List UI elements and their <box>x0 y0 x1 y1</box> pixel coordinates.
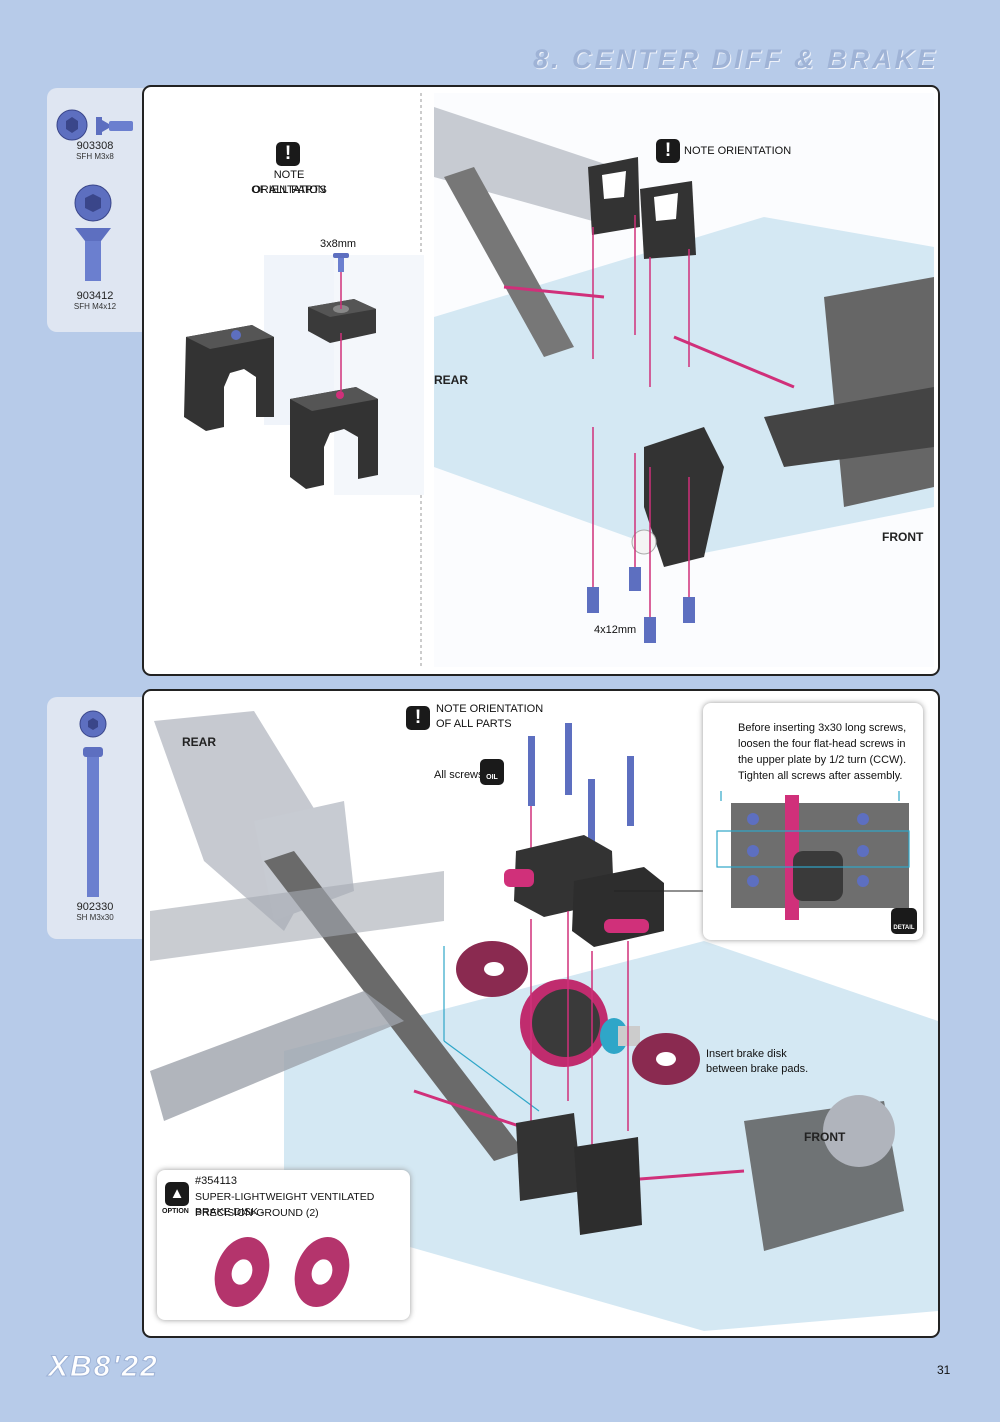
brake-note-line1: Insert brake disk <box>706 1048 787 1060</box>
option-box: ▲ OPTION #354113 SUPER-LIGHTWEIGHT VENTI… <box>157 1170 410 1320</box>
detail-illustration <box>716 791 910 920</box>
warning-icon: ! <box>406 706 430 730</box>
detail-text-2: loosen the four flat-head screws in <box>738 738 906 750</box>
thumbs-up-icon: ▲ <box>165 1182 189 1206</box>
step-2-illustration <box>150 711 938 1331</box>
page-number: 31 <box>937 1363 951 1377</box>
warning-icon: ! <box>276 142 300 166</box>
footer-logo: XB8'22 <box>48 1350 159 1384</box>
parts-strip-top: 903308 SFH M3x8 903412 SFH M4x12 <box>47 88 147 332</box>
option-name-line2: PRECISION-GROUND (2) <box>195 1207 319 1219</box>
detail-text-4: Tighten all screws after assembly. <box>738 770 903 782</box>
bulkhead-left <box>184 325 274 431</box>
warning-icon: ! <box>656 139 680 163</box>
front-label: FRONT <box>804 1130 846 1144</box>
option-name-line1: SUPER-LIGHTWEIGHT VENTILATED BRAKE DISK … <box>195 1191 375 1218</box>
bulkhead-front <box>516 1113 642 1235</box>
screw-902330-icon <box>79 710 107 897</box>
screws-4x12 <box>587 567 695 643</box>
note-orientation-line1: NOTE ORIENTATION <box>436 703 544 715</box>
brake-assembly <box>504 835 664 947</box>
step-1-panel: ! NOTE ORIENTATION OF ALL PARTS 3x8mm ! … <box>142 85 940 676</box>
part-number: 902330 <box>76 901 114 913</box>
center-diff <box>520 979 640 1067</box>
note-orientation-line2: OF ALL PARTS <box>436 718 512 730</box>
detail-text-3: the upper plate by 1/2 turn (CCW). <box>738 754 907 766</box>
screw-size-label: 3x8mm <box>320 238 357 250</box>
front-label: FRONT <box>882 530 924 544</box>
bulkhead-right <box>290 387 378 489</box>
brake-disk-left <box>456 941 528 997</box>
screw-size-label: 4x12mm <box>594 624 637 636</box>
note-orientation: NOTE ORIENTATION <box>684 145 792 157</box>
brake-note-line2: between brake pads. <box>706 1063 809 1075</box>
screw-3x8 <box>333 253 349 272</box>
all-screws-label: All screws <box>434 769 484 781</box>
detail-callout: Before inserting 3x30 long screws, loose… <box>703 703 923 940</box>
part-number: 903412 <box>76 290 114 302</box>
detail-badge-icon: DETAIL <box>891 908 917 934</box>
screw-903412-icon <box>74 184 112 281</box>
brake-disk-option-image <box>214 1237 350 1307</box>
rear-label: REAR <box>182 735 217 749</box>
part-name: SH M3x30 <box>76 913 114 922</box>
oil-badge-icon: OIL <box>480 759 504 785</box>
long-screws <box>528 723 634 849</box>
option-badge: OPTION <box>162 1208 189 1215</box>
step-1-illustration <box>184 93 934 667</box>
bulkhead-upper-1 <box>588 157 640 235</box>
part-name: SFH M3x8 <box>76 152 114 161</box>
screw-903308-icon <box>56 109 133 141</box>
brake-disk-right <box>632 1033 700 1085</box>
part-name: SFH M4x12 <box>73 302 117 311</box>
parts-strip-bottom: 902330 SH M3x30 <box>47 697 147 939</box>
option-part-number: #354113 <box>195 1175 238 1187</box>
part-number: 903308 <box>76 140 114 152</box>
bulkhead-upper-2 <box>640 181 696 259</box>
bearing-block <box>308 299 376 343</box>
rear-label: REAR <box>434 373 469 387</box>
note-orientation-line1: NOTE ORIENTATION <box>252 169 326 196</box>
section-title: 8. CENTER DIFF & BRAKE <box>532 44 938 74</box>
detail-text-1: Before inserting 3x30 long screws, <box>738 722 907 734</box>
note-orientation-line2: OF ALL PARTS <box>251 184 327 196</box>
